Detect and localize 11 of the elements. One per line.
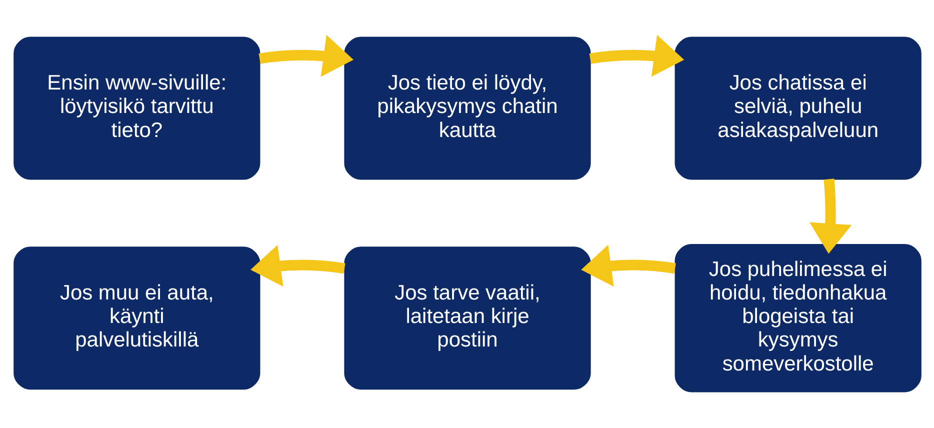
node-box: Jos chatissa ei selviä, puhelu asiakaspalveluun xyxy=(674,36,921,180)
node-box: Jos puhelimessa ei hoidu, tiedonhakua blogeista tai kysymys someverkostolle xyxy=(674,244,921,392)
arrow xyxy=(250,244,345,286)
arrow xyxy=(580,244,676,286)
node-box: Jos muu ei auta, käynti palvelutiskillä xyxy=(13,246,260,390)
arrow xyxy=(588,34,684,76)
node-box: Ensin www-sivuille: löytyisikö tarvittu tieto? xyxy=(13,36,260,180)
arrow xyxy=(258,34,354,76)
node-box: Jos tarve vaatii, laitetaan kirje postiin xyxy=(344,246,590,390)
node-box: Jos tieto ei löydy, pikakysymys chatin kautta xyxy=(344,36,590,180)
arrow xyxy=(809,178,852,254)
